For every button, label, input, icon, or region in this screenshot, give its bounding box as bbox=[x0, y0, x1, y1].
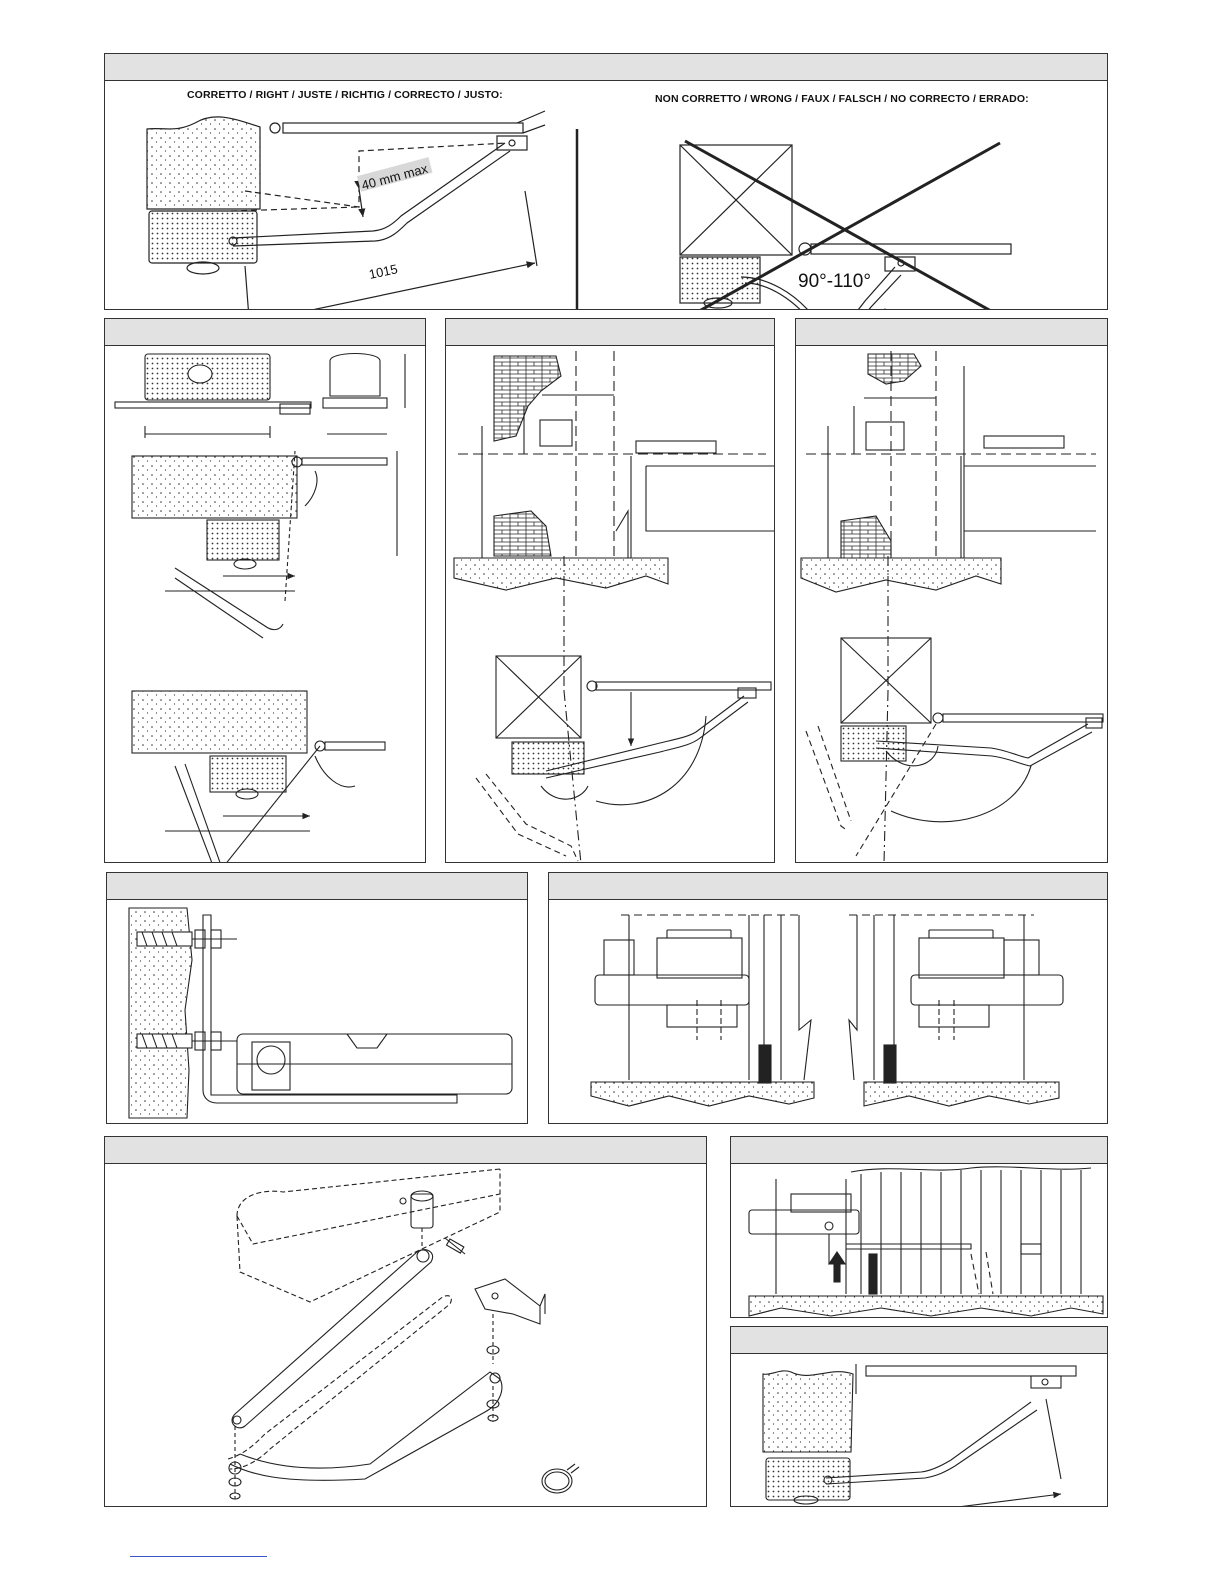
arm-length-text: 1015 bbox=[368, 261, 399, 282]
panel-bracket bbox=[106, 872, 528, 1124]
anchor-bolt-top bbox=[137, 930, 237, 948]
bracket-plate bbox=[203, 915, 457, 1103]
panel-release bbox=[730, 1136, 1108, 1318]
release-diagram bbox=[731, 1164, 1108, 1318]
motor-body-side bbox=[237, 1034, 512, 1094]
panel-exploded-arm bbox=[104, 1136, 707, 1507]
dimensions-diagram bbox=[105, 346, 426, 863]
mounting-bracket bbox=[475, 1279, 545, 1324]
front-view-left bbox=[591, 915, 814, 1106]
panel-install-right bbox=[795, 318, 1108, 863]
panel-header bbox=[731, 1137, 1107, 1164]
panel-header bbox=[107, 873, 527, 900]
gate-leaf bbox=[763, 1371, 853, 1452]
gate-plan-left bbox=[476, 656, 771, 861]
motor-side-view bbox=[115, 354, 311, 438]
gate-bars bbox=[851, 1167, 1091, 1294]
max-offset-text: 40 mm max bbox=[360, 161, 430, 193]
length-dimension bbox=[839, 1494, 1061, 1507]
left-opening-layout bbox=[132, 451, 397, 638]
panel-header bbox=[549, 873, 1107, 900]
wrong-layout: 90°-110° bbox=[680, 141, 1011, 310]
install-right-diagram bbox=[796, 346, 1108, 863]
up-arrow-icon bbox=[829, 1252, 845, 1282]
panel-header bbox=[796, 319, 1107, 346]
correct-wrong-diagram: 40 mm max 1015 90°-110° bbox=[105, 81, 1108, 310]
front-views-diagram bbox=[549, 900, 1108, 1124]
panel-final-layout bbox=[730, 1326, 1108, 1507]
gate-plan-right bbox=[806, 638, 1103, 856]
straight-arm bbox=[232, 1250, 433, 1428]
motor-front-view bbox=[323, 354, 405, 435]
correct-layout: 40 mm max 1015 bbox=[147, 111, 545, 310]
footer-link-line bbox=[130, 1556, 267, 1557]
circlip bbox=[542, 1464, 579, 1493]
motor-housing-dashed bbox=[237, 1169, 500, 1302]
curved-arm bbox=[826, 1402, 1031, 1478]
ground bbox=[749, 1296, 1103, 1316]
straight-arm bbox=[866, 1366, 1076, 1376]
panel-header bbox=[105, 54, 1107, 81]
max-offset-label: 40 mm max bbox=[357, 157, 433, 193]
wall-section-left bbox=[454, 351, 775, 590]
panel-dimensions bbox=[104, 318, 426, 863]
anchor-bolt-bottom bbox=[137, 1032, 237, 1050]
front-view-right bbox=[849, 915, 1063, 1106]
panel-header bbox=[105, 1137, 706, 1164]
motor-unit bbox=[749, 1179, 1041, 1294]
curved-arm bbox=[229, 1372, 502, 1480]
wall-section-right bbox=[801, 351, 1096, 592]
washers-left bbox=[229, 1426, 241, 1499]
curved-arm-dashed bbox=[228, 1296, 451, 1469]
panel-front-views bbox=[548, 872, 1108, 1124]
axis-line bbox=[564, 556, 581, 863]
right-opening-layout bbox=[132, 691, 385, 863]
bracket-diagram bbox=[107, 900, 528, 1124]
final-layout-diagram bbox=[731, 1354, 1108, 1507]
panel-header bbox=[731, 1327, 1107, 1354]
panel-header bbox=[105, 319, 425, 346]
angle-range-text: 90°-110° bbox=[798, 271, 871, 292]
panel-header bbox=[446, 319, 774, 346]
motor-body bbox=[766, 1458, 850, 1500]
panel-install-left bbox=[445, 318, 775, 863]
panel-correct-wrong: CORRETTO / RIGHT / JUSTE / RICHTIG / COR… bbox=[104, 53, 1108, 310]
axis-line bbox=[884, 556, 888, 863]
install-left-diagram bbox=[446, 346, 775, 863]
exploded-arm-diagram bbox=[105, 1164, 707, 1507]
